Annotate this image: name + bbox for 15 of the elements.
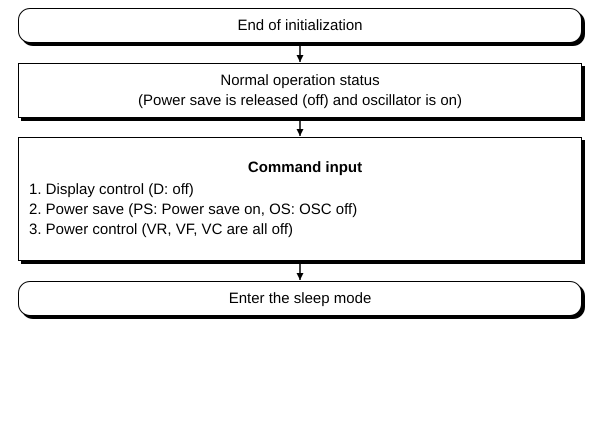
box-title: Enter the sleep mode xyxy=(228,288,372,308)
list-item: 1. Display control (D: off) xyxy=(29,180,194,200)
box-subtitle: (Power save is released (off) and oscillator is on) xyxy=(138,90,462,110)
terminal-box xyxy=(18,281,582,316)
process-box xyxy=(18,63,582,118)
list-item: 2. Power save (PS: Power save on, OS: OSC off) xyxy=(29,200,358,220)
arrow xyxy=(296,119,304,136)
box-title: Normal operation status xyxy=(220,70,380,90)
box-title: End of initialization xyxy=(237,16,363,36)
box-heading: Command input xyxy=(248,158,362,178)
arrow xyxy=(296,44,304,62)
arrow xyxy=(296,262,304,280)
list-item: 3. Power control (VR, VF, VC are all off) xyxy=(29,220,293,240)
process-box xyxy=(18,137,582,261)
terminal-box xyxy=(18,8,582,43)
